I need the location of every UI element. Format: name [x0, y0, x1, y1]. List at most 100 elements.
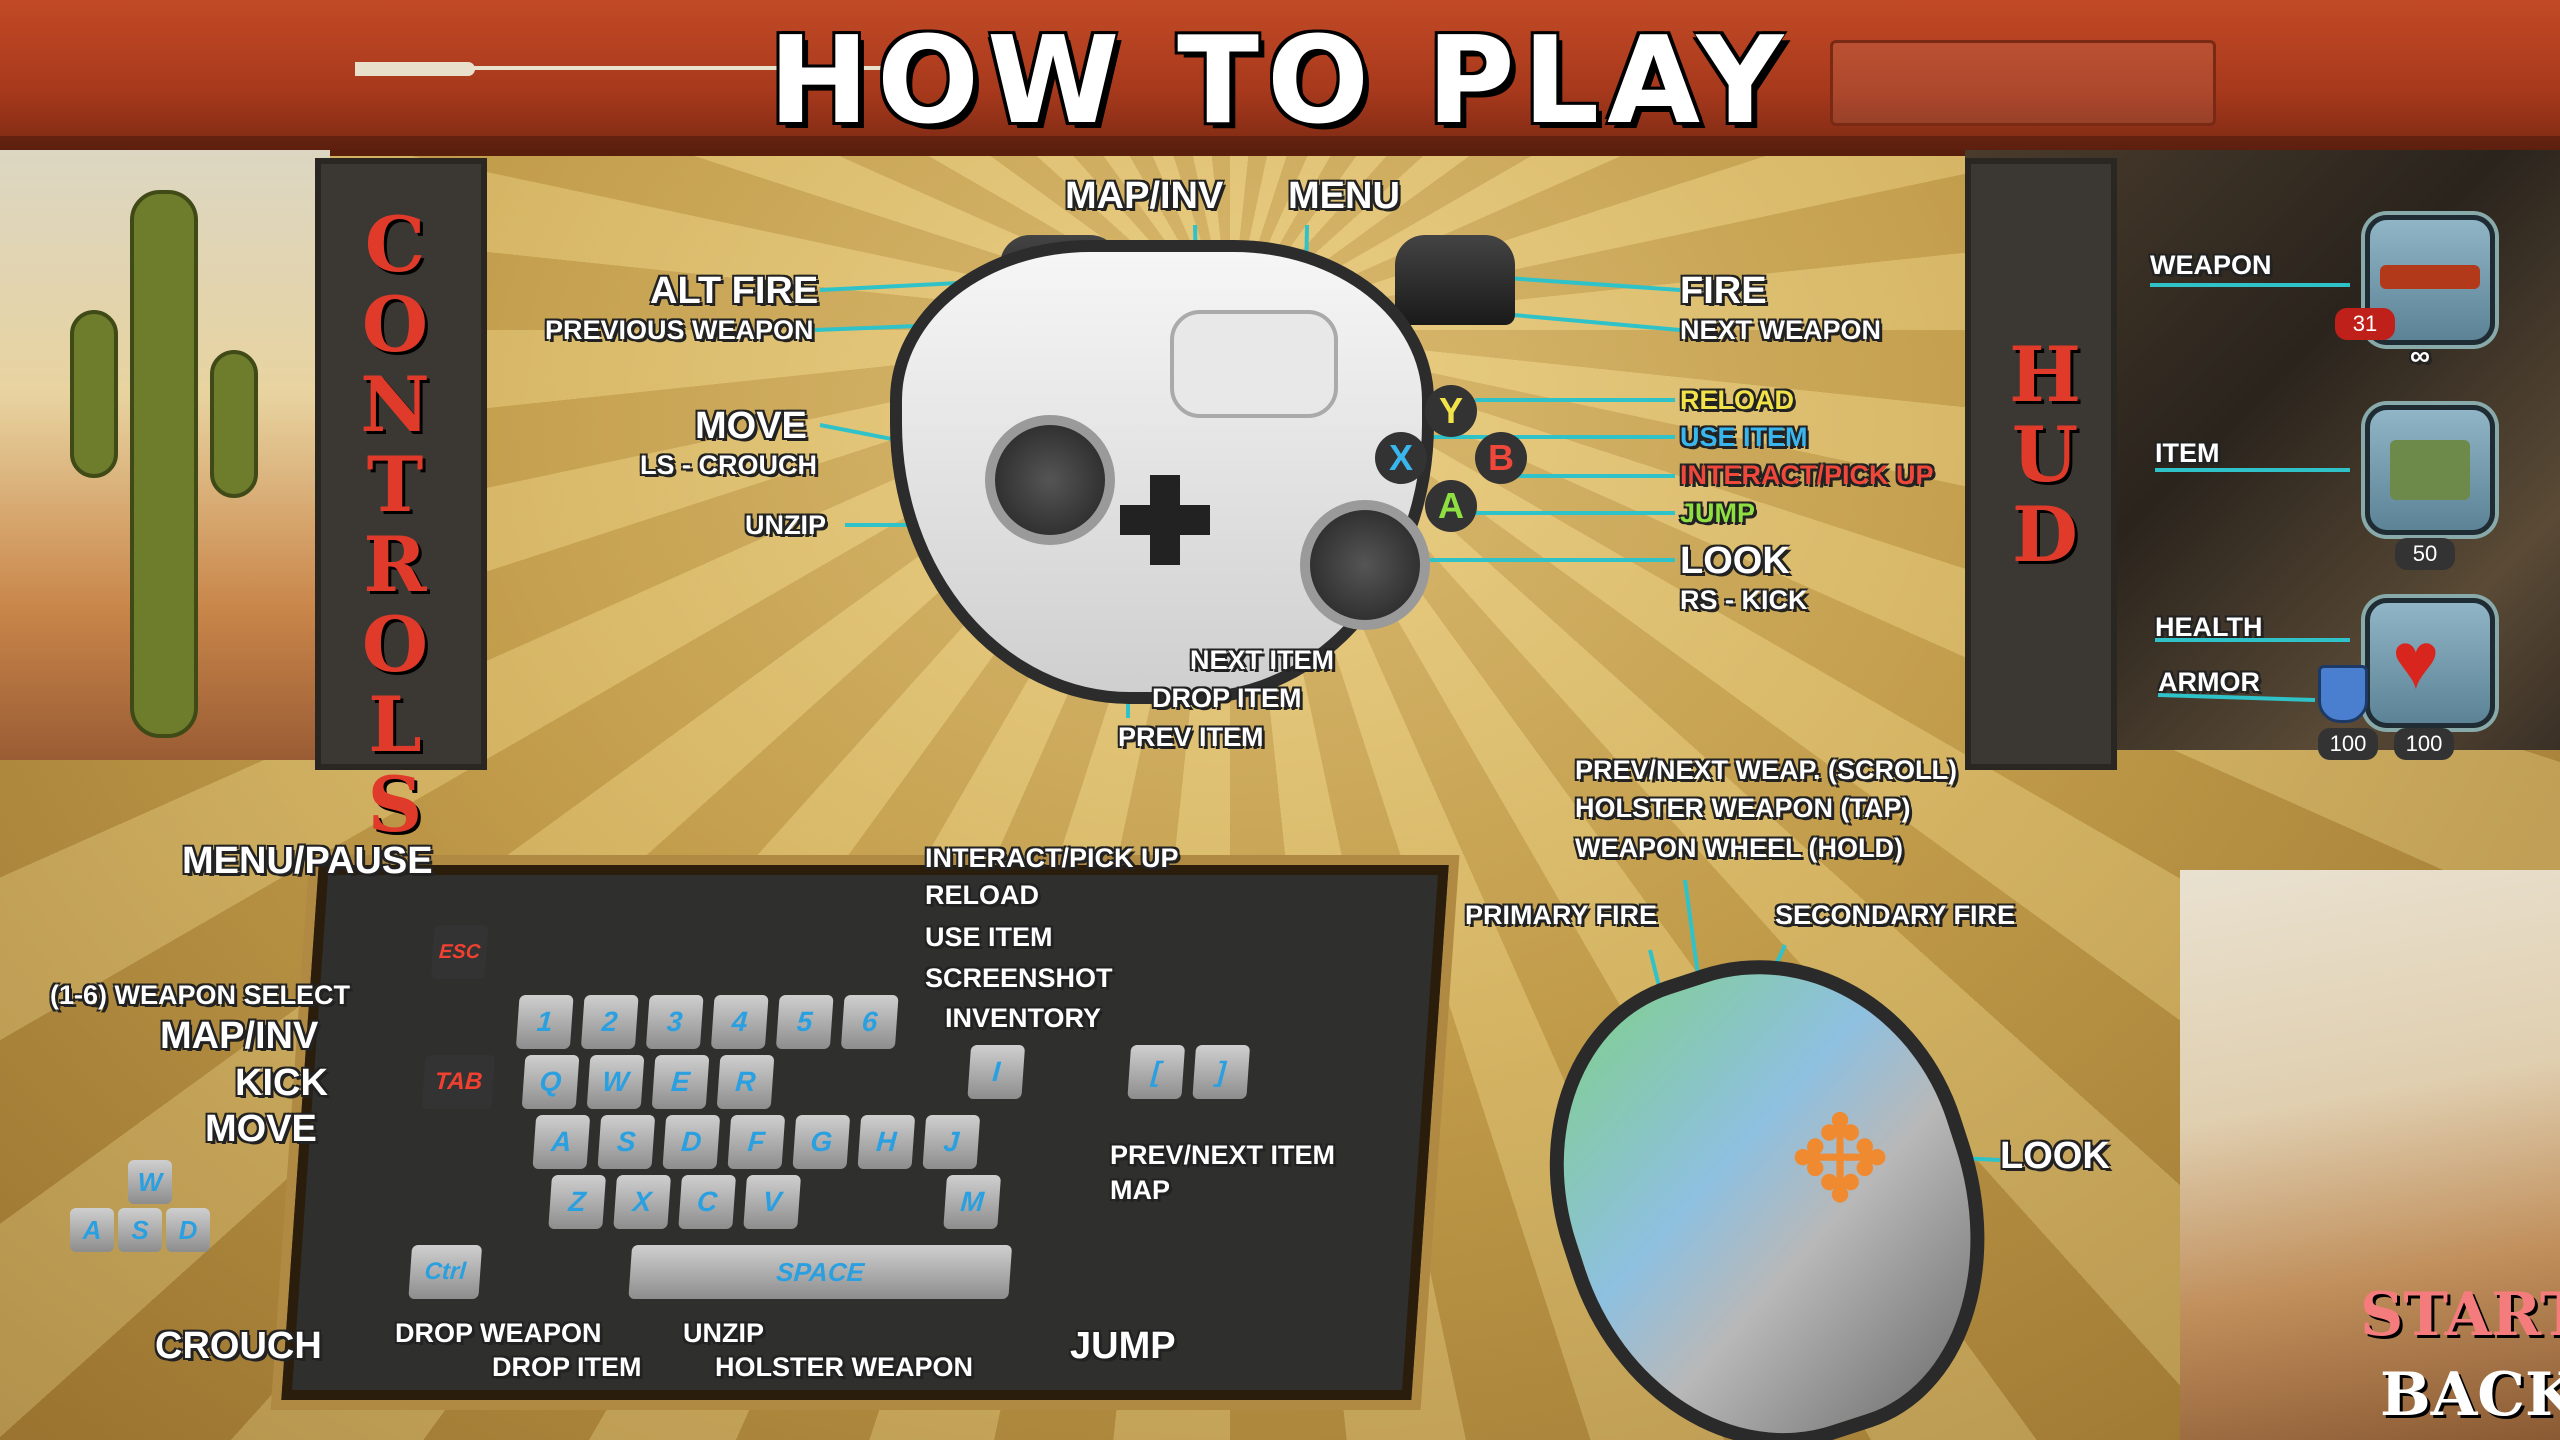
title-banner	[0, 0, 2560, 156]
desert-art-right	[2180, 870, 2560, 1440]
kb-inventory: INVENTORY	[945, 1003, 1102, 1033]
back-button[interactable]: BACK	[2380, 1360, 2560, 1430]
cactus-arm	[210, 350, 258, 498]
key-c: C	[678, 1175, 737, 1229]
move-arrows-icon: ✥	[1789, 1093, 1891, 1227]
key-z: Z	[548, 1175, 607, 1229]
health-value: 100	[2394, 728, 2454, 760]
mouse-look: LOOK	[2000, 1135, 2110, 1177]
pad-alt-fire: ALT FIRE	[650, 270, 819, 312]
key-esc: ESC	[430, 925, 489, 979]
key-m: M	[943, 1175, 1002, 1229]
kb-use-item: USE ITEM	[925, 922, 1053, 952]
a-button: A	[1425, 480, 1477, 532]
key-6: 6	[840, 995, 899, 1049]
pad-menu: MENU	[1288, 175, 1400, 217]
wasd-d: D	[166, 1208, 210, 1252]
key-left-bracket: [	[1127, 1045, 1186, 1099]
kb-screenshot: SCREENSHOT	[925, 963, 1113, 993]
key-w: W	[586, 1055, 645, 1109]
desert-art-left	[0, 150, 330, 760]
kb-drop-weapon: DROP WEAPON	[395, 1318, 602, 1348]
divider	[470, 66, 910, 70]
pistol-icon	[1830, 40, 2216, 126]
y-button: Y	[1425, 385, 1477, 437]
key-h: H	[857, 1115, 916, 1169]
pad-interact: INTERACT/PICK UP	[1680, 460, 1934, 490]
heart-icon: ♥	[2392, 616, 2440, 705]
key-3: 3	[645, 995, 704, 1049]
left-stick	[985, 415, 1115, 545]
hud-item-label: ITEM	[2155, 438, 2220, 468]
mouse-primary-fire: PRIMARY FIRE	[1465, 900, 1658, 930]
wasd-s: S	[118, 1208, 162, 1252]
key-v: V	[743, 1175, 802, 1229]
kb-kick: KICK	[235, 1062, 328, 1104]
kb-interact: INTERACT/PICK UP	[925, 843, 1179, 873]
kb-drop-item: DROP ITEM	[492, 1352, 642, 1382]
kb-unzip: UNZIP	[683, 1318, 764, 1348]
right-trigger	[1395, 235, 1515, 325]
key-f: F	[727, 1115, 786, 1169]
kb-reload: RELOAD	[925, 880, 1039, 910]
key-tab: TAB	[421, 1055, 496, 1109]
x-button: X	[1375, 432, 1427, 484]
controls-tab	[315, 158, 487, 770]
kb-jump: JUMP	[1070, 1325, 1176, 1367]
pad-next-item: NEXT ITEM	[1190, 645, 1335, 675]
key-a: A	[532, 1115, 591, 1169]
dpad-icon-v	[1150, 475, 1180, 565]
hud-health-label: HEALTH	[2155, 612, 2263, 642]
mouse-holster: HOLSTER WEAPON (TAP)	[1575, 793, 1911, 823]
guide-button	[1170, 310, 1338, 418]
hud-label: HUD	[2009, 330, 2081, 579]
controls-label: CONTROLS	[360, 200, 430, 849]
pad-prev-item: PREV ITEM	[1118, 722, 1264, 752]
right-stick	[1300, 500, 1430, 630]
key-r: R	[716, 1055, 775, 1109]
pad-map-inv: MAP/INV	[1065, 175, 1224, 217]
wasd-cluster: W A S D	[20, 1110, 240, 1270]
bullet-icon	[355, 62, 475, 76]
wasd-a: A	[70, 1208, 114, 1252]
pad-jump: JUMP	[1680, 498, 1756, 528]
kb-menu-pause: MENU/PAUSE	[182, 840, 433, 882]
pad-previous-weapon: PREVIOUS WEAPON	[545, 315, 814, 345]
pad-look: LOOK	[1680, 540, 1790, 582]
hud-weapon-label: WEAPON	[2150, 250, 2272, 280]
key-d: D	[662, 1115, 721, 1169]
kb-map: MAP	[1110, 1175, 1170, 1205]
key-s: S	[597, 1115, 656, 1169]
key-e: E	[651, 1055, 710, 1109]
weapon-ammo: 31	[2335, 308, 2395, 340]
cactus-arm	[70, 310, 118, 478]
page-title: HOW TO PLAY	[768, 12, 1792, 151]
item-count: 50	[2395, 538, 2455, 570]
armor-value: 100	[2318, 728, 2378, 760]
key-5: 5	[775, 995, 834, 1049]
hud-tab	[1965, 158, 2117, 770]
key-q: Q	[521, 1055, 580, 1109]
pad-next-weapon: NEXT WEAPON	[1680, 315, 1882, 345]
pad-unzip: UNZIP	[745, 510, 826, 540]
pad-ls-crouch: LS - CROUCH	[640, 450, 817, 480]
pad-reload: RELOAD	[1680, 385, 1794, 415]
key-i: I	[967, 1045, 1026, 1099]
kb-prev-next-item: PREV/NEXT ITEM	[1110, 1140, 1336, 1170]
armor-shield-icon	[2318, 665, 2368, 723]
start-button[interactable]: START	[2360, 1280, 2560, 1350]
weapon-reserve: ∞	[2410, 340, 2430, 371]
item-slot	[2365, 405, 2495, 535]
health-slot: ♥	[2365, 598, 2495, 728]
key-2: 2	[580, 995, 639, 1049]
cactus-icon	[130, 190, 198, 738]
b-button: B	[1475, 432, 1527, 484]
pad-use-item: USE ITEM	[1680, 422, 1808, 452]
key-j: J	[922, 1115, 981, 1169]
key-x: X	[613, 1175, 672, 1229]
kb-move: MOVE	[205, 1108, 317, 1150]
weapon-slot	[2365, 215, 2495, 345]
mouse-secondary-fire: SECONDARY FIRE	[1775, 900, 2016, 930]
pad-fire: FIRE	[1680, 270, 1767, 312]
